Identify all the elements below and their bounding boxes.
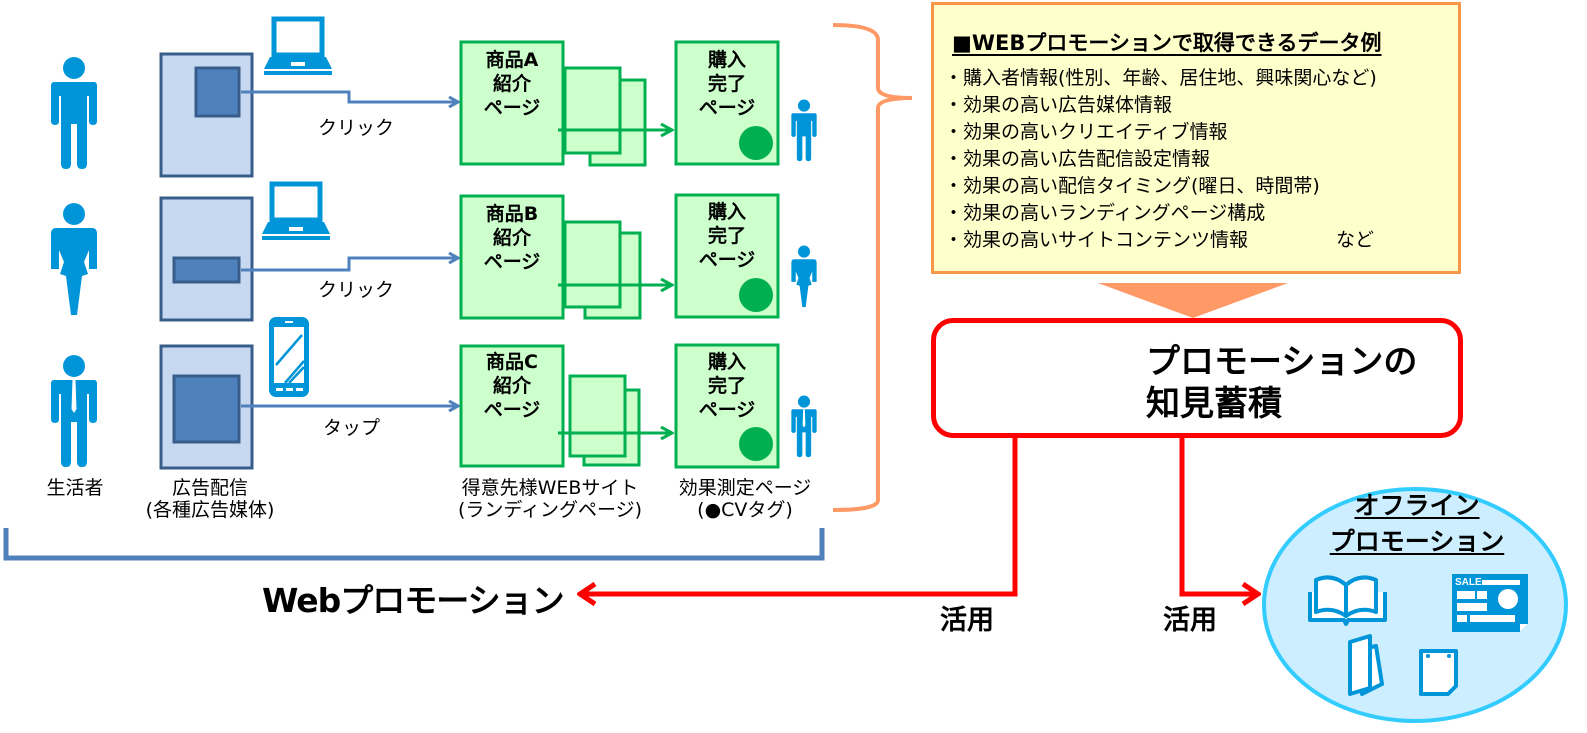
product-page-c-label: 商品C 紹介 ページ <box>461 350 563 422</box>
web-promotion-bracket <box>3 528 825 561</box>
data-example-item: ・効果の高いランディングページ構成 <box>944 202 1266 224</box>
product-page-b-line3: ページ <box>483 251 541 273</box>
laptop-icon <box>264 19 332 75</box>
knowledge-accumulation-box: プロモーションの 知見蓄積 <box>931 318 1463 438</box>
product-page-stack-a <box>459 40 647 167</box>
client-site-label-line2: (ランディングページ) <box>457 498 643 521</box>
product-page-c-line1: 商品C <box>486 351 538 373</box>
purchase-page-2-line2: 完了 <box>707 225 746 247</box>
data-example-item: ・効果の高い広告配信設定情報 <box>944 148 1211 170</box>
utilize-offline-arrow <box>1179 438 1258 594</box>
data-example-suffix: など <box>1336 229 1375 251</box>
offline-promotion-ellipse <box>1262 487 1568 723</box>
ad-media-1 <box>159 52 254 178</box>
purchase-page-2-line3: ページ <box>698 249 756 271</box>
purchase-page-3-line1: 購入 <box>707 351 746 373</box>
cv-tag-dot <box>739 278 773 312</box>
knowledge-title-line2: 知見蓄積 <box>1146 384 1282 424</box>
ad-media-3 <box>159 344 254 470</box>
product-page-a-line1: 商品A <box>485 49 539 71</box>
ad-delivery-label-line2: (各種広告媒体) <box>145 498 275 521</box>
woman-icon <box>51 203 97 315</box>
businessman-icon <box>51 355 97 467</box>
knowledge-title: プロモーションの 知見蓄積 <box>1146 341 1417 425</box>
purchaser-woman-icon <box>791 245 817 308</box>
knowledge-title-line1: プロモーションの <box>1146 342 1418 382</box>
purchase-page-3 <box>674 343 780 469</box>
cv-tag-dot <box>739 427 773 461</box>
purchase-page-3-line3: ページ <box>698 399 756 421</box>
measurement-label: 効果測定ページ (●CVタグ) <box>665 477 825 522</box>
product-page-a-line3: ページ <box>483 97 541 119</box>
purchase-page-2-label: 購入 完了 ページ <box>676 200 778 272</box>
data-example-item: ・効果の高い広告媒体情報 <box>944 94 1173 116</box>
leaflet-icon <box>1348 634 1384 696</box>
data-example-item: ・効果の高いサイトコンテンツ情報 など <box>944 227 1377 254</box>
purchase-page-3-label: 購入 完了 ページ <box>676 350 778 422</box>
purchaser-man-icon <box>791 99 817 162</box>
client-site-label-line1: 得意先様WEBサイト <box>461 477 639 499</box>
sale-text: SALE <box>1455 577 1482 588</box>
man-icon <box>51 57 97 169</box>
ad-media-2 <box>159 196 254 322</box>
utilize-web-arrow <box>580 438 1018 594</box>
data-example-item: ・購入者情報(性別、年齢、居住地、興味関心など) <box>944 67 1377 89</box>
data-example-item: ・効果の高いクリエイティブ情報 <box>944 121 1228 143</box>
product-page-b-line1: 商品B <box>485 203 539 225</box>
ad-delivery-label-line1: 広告配信 <box>171 477 248 499</box>
utilize-label-web: 活用 <box>940 605 994 636</box>
click-label-2: クリック <box>318 279 395 301</box>
tap-label: タップ <box>323 417 381 439</box>
book-icon <box>1308 575 1387 626</box>
product-page-b-line2: 紹介 <box>492 227 531 249</box>
purchase-page-2-line1: 購入 <box>707 201 746 223</box>
measurement-label-line2: (●CVタグ) <box>697 498 793 521</box>
product-page-stack-b <box>459 194 642 320</box>
data-examples-title: ■WEBプロモーションで取得できるデータ例 <box>952 31 1382 55</box>
client-site-label: 得意先様WEBサイト (ランディングページ) <box>450 477 650 522</box>
product-page-a-line2: 紹介 <box>492 73 531 95</box>
product-page-b-label: 商品B 紹介 ページ <box>461 202 563 274</box>
data-examples-list: ・購入者情報(性別、年齢、居住地、興味関心など) ・効果の高い広告媒体情報 ・効… <box>944 65 1377 254</box>
measurement-label-line1: 効果測定ページ <box>678 477 812 499</box>
sale-flyer-icon: SALE <box>1452 574 1528 632</box>
web-promotion-label: Webプロモーション <box>262 581 565 620</box>
laptop-icon <box>262 184 330 240</box>
purchase-page-3-line2: 完了 <box>707 375 746 397</box>
click-arrow-2 <box>241 258 458 272</box>
offline-title-line1: オフライン <box>1354 491 1480 520</box>
purchase-page-1-line1: 購入 <box>707 49 746 71</box>
purchase-page-1-line2: 完了 <box>707 73 746 95</box>
utilize-label-offline: 活用 <box>1163 605 1217 636</box>
purchase-page-1-label: 購入 完了 ページ <box>676 48 778 120</box>
ad-delivery-label: 広告配信 (各種広告媒体) <box>130 477 290 522</box>
offline-title-line2: プロモーション <box>1329 527 1505 556</box>
offline-promotion-title: オフライン プロモーション <box>1272 488 1562 560</box>
click-arrow-1 <box>241 90 458 102</box>
smartphone-icon <box>267 315 311 399</box>
data-example-item: ・効果の高い配信タイミング(曜日、時間帯) <box>944 175 1320 197</box>
click-label-1: クリック <box>318 117 395 139</box>
product-page-stack-c <box>459 344 641 468</box>
flow-down-triangle <box>1098 283 1288 318</box>
consumers-label: 生活者 <box>46 477 104 499</box>
purchase-page-1 <box>674 40 780 166</box>
data-example-item-text: ・効果の高いサイトコンテンツ情報 <box>944 229 1249 251</box>
poster-icon <box>1419 649 1458 696</box>
purchase-page-2 <box>674 193 780 319</box>
purchase-page-1-line3: ページ <box>698 97 756 119</box>
purchaser-businessman-icon <box>791 395 817 458</box>
cv-tag-dot <box>739 126 773 160</box>
product-page-c-line2: 紹介 <box>492 375 531 397</box>
data-brace <box>832 23 913 512</box>
data-examples-box: ■WEBプロモーションで取得できるデータ例 ・購入者情報(性別、年齢、居住地、興… <box>931 2 1461 274</box>
product-page-c-line3: ページ <box>483 399 541 421</box>
product-page-a-label: 商品A 紹介 ページ <box>461 48 563 120</box>
